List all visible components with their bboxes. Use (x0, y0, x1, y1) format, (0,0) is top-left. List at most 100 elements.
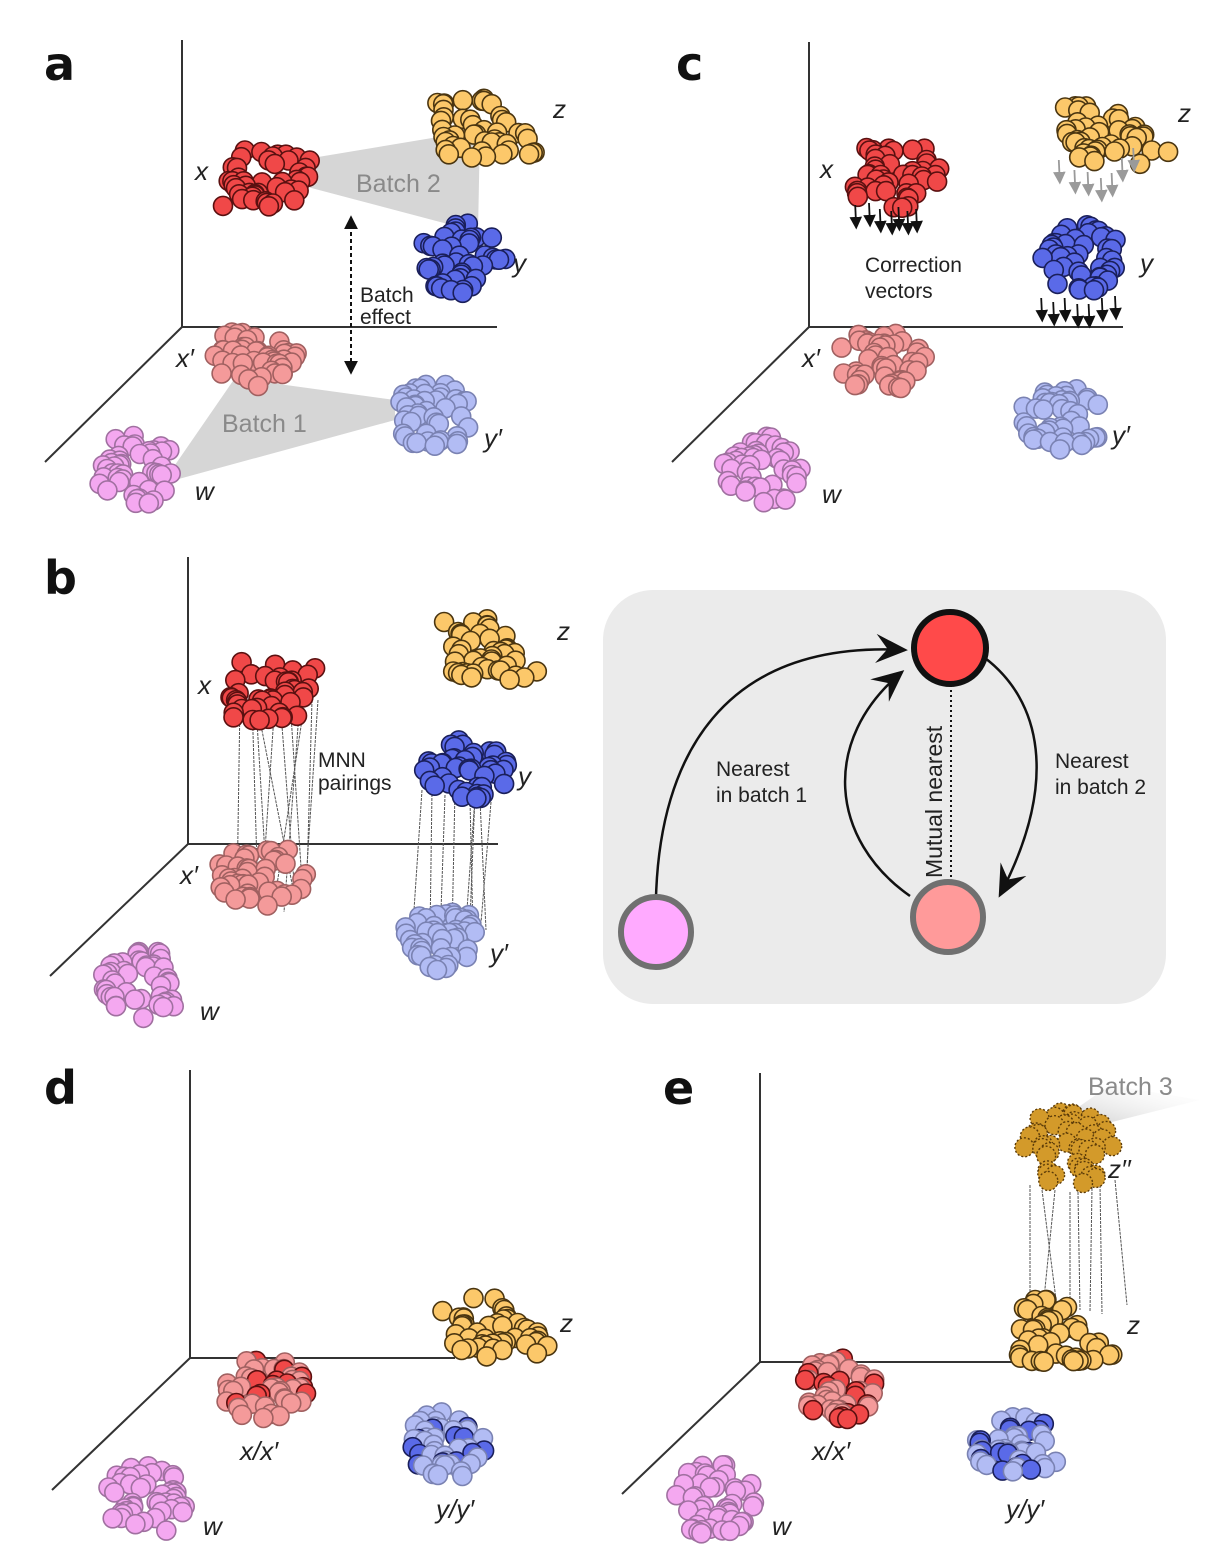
cluster-z (1008, 1289, 1123, 1372)
cell-dot (1072, 1172, 1094, 1194)
batch-effect-label-line2: effect (360, 306, 411, 329)
cell-dot (1071, 434, 1093, 456)
batch2-region (300, 130, 480, 232)
label-z: z (552, 94, 566, 124)
cell-dot (125, 1513, 146, 1535)
cell-dot (275, 853, 296, 875)
label-x-prime: x′ (178, 860, 199, 890)
mnn-pair-line (306, 699, 313, 879)
axes-e (621, 1073, 1030, 1495)
mnn-pair-line (469, 794, 476, 921)
panel-letter-d: d (44, 1061, 77, 1115)
label-x-prime: x′ (174, 343, 195, 373)
mnn-pair-line (1041, 1189, 1059, 1316)
mnn-inset: Nearest in batch 1 Nearest in batch 2 Mu… (603, 590, 1166, 1004)
label-x: x (818, 154, 834, 184)
cell-dot (211, 363, 232, 384)
correction-vector-arrow (910, 208, 923, 234)
label-y: y (1138, 248, 1155, 278)
cell-dot (1083, 279, 1105, 301)
cell-dot (452, 1465, 473, 1487)
label-w: w (195, 476, 216, 506)
cluster-z-double-prime (1014, 1102, 1123, 1194)
cell-dot (104, 1482, 125, 1503)
label-y-prime: y′ (1110, 420, 1131, 450)
cell-dot (433, 611, 455, 633)
cluster-y-prime (395, 902, 486, 981)
batch-effect-label-line1: Batch (360, 284, 414, 307)
label-x: x (196, 670, 212, 700)
cell-dot (424, 435, 446, 457)
cell-dot (1033, 1351, 1055, 1372)
mnn-pair-line (1114, 1179, 1128, 1306)
cell-dot (225, 889, 246, 910)
cell-dot (890, 377, 912, 399)
arrow-mutual-return (844, 670, 911, 898)
label-w: w (200, 996, 221, 1026)
cell-dot (1087, 394, 1109, 416)
cell-dot (526, 1343, 548, 1364)
panel-letter-c: c (676, 37, 703, 91)
cell-dot (102, 1508, 123, 1529)
correction-vector-arrow (1095, 177, 1108, 203)
cluster-z (432, 1287, 558, 1367)
panel-a: a Batch 2 Batch 1 Batch effect x z y x′ … (44, 37, 566, 514)
cell-dot (280, 1393, 302, 1414)
label-z: z (559, 1308, 573, 1338)
correction-vector-arrow (1082, 303, 1096, 329)
cell-dot (461, 667, 482, 688)
label-y-prime: y′ (488, 938, 509, 968)
cell-dot (461, 147, 483, 168)
cell-dot (283, 190, 305, 211)
cell-dot (249, 709, 270, 731)
correction-vector-arrow (863, 202, 876, 228)
cell-dot (1104, 141, 1125, 162)
correction-vectors-x (849, 202, 923, 236)
cell-dot (427, 1464, 449, 1486)
cluster-x-prime (209, 839, 317, 916)
cell-dot (424, 775, 446, 797)
label-y-prime: y′ (482, 423, 503, 453)
cell-dot (253, 1407, 274, 1429)
mnn-pair-line (1077, 1191, 1081, 1311)
cell-dot (753, 491, 775, 513)
cluster-y-y-prime-merged (966, 1407, 1067, 1482)
cell-dot (272, 363, 293, 385)
panel-c: c Correction vectors x z y x′ y′ w (671, 37, 1191, 513)
cell-dot (742, 1495, 764, 1517)
cell-dot (105, 995, 127, 1017)
cell-dot (831, 337, 852, 358)
label-w: w (772, 1511, 793, 1541)
correction-vector-arrow (1035, 297, 1049, 323)
cell-dot (223, 706, 244, 728)
batch2-label: Batch 2 (356, 170, 441, 198)
cell-dot (1049, 439, 1071, 460)
cell-dot (172, 1501, 193, 1523)
cell-dot (1101, 1135, 1123, 1157)
nearest-batch1-line2: in batch 1 (716, 784, 807, 807)
arrow-nearest-batch1 (654, 633, 908, 898)
cell-dot (133, 1007, 154, 1029)
correction-vector-arrow (885, 210, 899, 236)
cell-dot (466, 788, 487, 809)
cell-dot (493, 773, 515, 795)
mnn-pair-line (479, 799, 487, 931)
nearest-batch2-line2: in batch 2 (1055, 776, 1146, 799)
batch3-label: Batch 3 (1088, 1073, 1173, 1101)
correction-vector-arrow (1105, 172, 1119, 198)
cluster-y (1032, 215, 1126, 301)
axes-d (51, 1070, 455, 1491)
label-y-y-prime: y/y′ (434, 1494, 475, 1524)
panel-letter-e: e (663, 1061, 694, 1115)
cell-dot (1084, 150, 1105, 172)
panel-b: b MNN pairings x z y x′ y′ w (44, 551, 570, 1029)
cell-dot (481, 227, 503, 248)
mnn-pair-line (412, 789, 423, 926)
correction-label-line2: vectors (865, 280, 933, 303)
cell-dot (794, 1369, 816, 1391)
cluster-w (98, 1456, 195, 1541)
mnn-pair-line (283, 699, 301, 913)
cell-dot (802, 1399, 824, 1421)
cluster-w (89, 425, 181, 514)
